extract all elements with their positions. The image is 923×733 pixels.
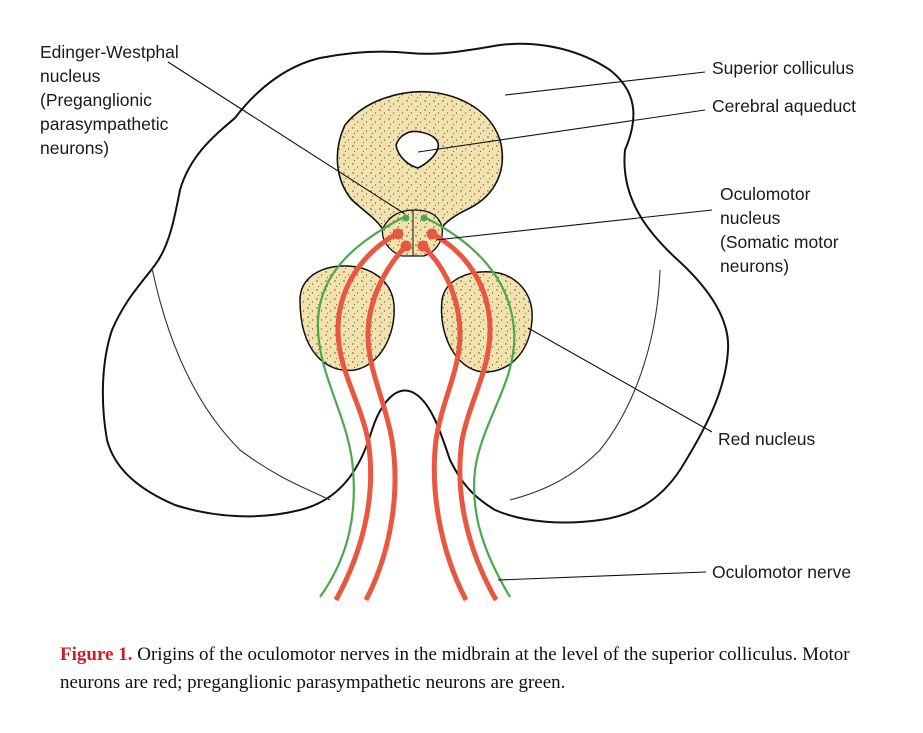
cerebral-aqueduct-shape xyxy=(395,130,440,169)
right-motor-fiber-outer xyxy=(431,231,499,602)
label-line: Edinger-Westphal xyxy=(40,42,179,62)
label-line: parasympathetic xyxy=(40,114,169,134)
label-edinger-westphal: Edinger-Westphal nucleus (Preganglionic … xyxy=(40,40,179,160)
red-neuron-right-lower xyxy=(417,240,429,252)
label-superior-colliculus: Superior colliculus xyxy=(712,58,855,78)
midbrain-diagram xyxy=(101,42,730,602)
label-line: nucleus xyxy=(40,66,101,86)
label-line: Oculomotor xyxy=(720,184,811,204)
label-oculomotor-nerve: Oculomotor nerve xyxy=(712,562,852,582)
red-neuron-left-upper xyxy=(392,228,404,240)
label-line: (Somatic motor xyxy=(720,232,839,252)
midbrain-outline xyxy=(101,42,730,524)
left-motor-fiber-outer xyxy=(333,231,398,602)
figure-number: Figure 1. xyxy=(60,644,133,665)
label-oculomotor-nucleus: Oculomotor nucleus (Somatic motor neuron… xyxy=(720,182,839,278)
label-line: neurons) xyxy=(720,256,790,276)
leader-cerebral-aqueduct xyxy=(417,109,706,153)
caption-text: Origins of the oculomotor nerves in the … xyxy=(60,644,850,693)
label-line: nucleus xyxy=(720,208,781,228)
left-motor-fiber-inner xyxy=(363,244,408,602)
left-peduncle-line xyxy=(151,267,331,501)
leader-oculomotor-nucleus xyxy=(435,209,713,241)
right-peduncle-line xyxy=(509,269,661,501)
leader-oculomotor-nerve xyxy=(497,571,707,581)
leader-edinger-westphal xyxy=(167,61,406,215)
right-motor-fiber-inner xyxy=(421,244,469,602)
figure-caption: Figure 1. Origins of the oculomotor nerv… xyxy=(60,641,860,697)
label-red-nucleus: Red nucleus xyxy=(718,429,816,449)
right-parasympathetic-fiber xyxy=(423,216,516,598)
green-neuron-right xyxy=(420,214,428,222)
leader-red-nucleus xyxy=(527,327,713,433)
label-cerebral-aqueduct: Cerebral aqueduct xyxy=(712,96,856,116)
leader-superior-colliculus xyxy=(504,71,706,96)
red-neuron-right-upper xyxy=(426,228,438,240)
label-line: neurons) xyxy=(40,138,110,158)
green-neuron-left xyxy=(402,214,410,222)
red-neuron-left-lower xyxy=(400,240,412,252)
left-parasympathetic-fiber xyxy=(316,216,405,598)
label-line: (Preganglionic xyxy=(40,90,152,110)
